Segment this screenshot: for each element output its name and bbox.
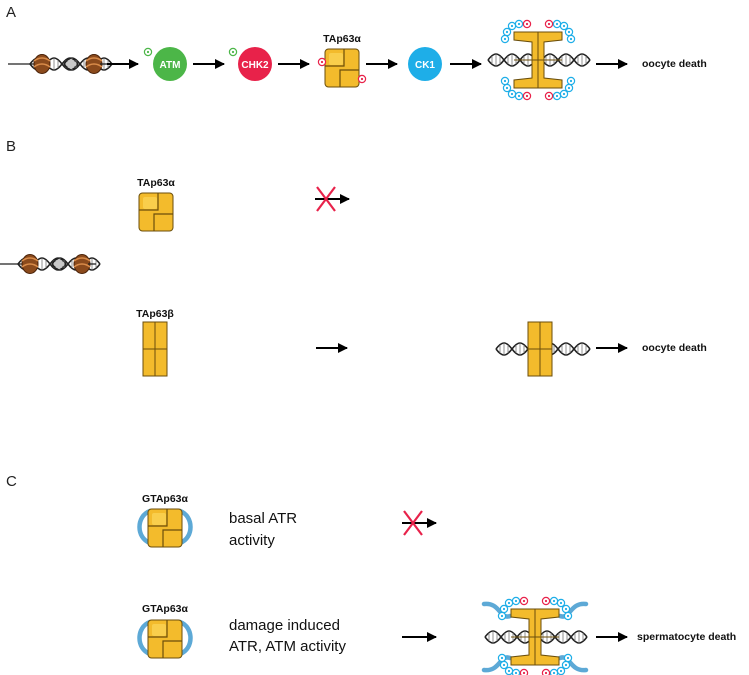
- tap63a-active-tetramer-dna: [488, 20, 590, 99]
- panel-letter-b: B: [6, 138, 16, 155]
- tap63a-phospho-protein: TAp63α: [317, 33, 367, 88]
- outcome-oocyte-death-a: oocyte death: [642, 58, 707, 70]
- damaged-dna-icon: [8, 55, 112, 74]
- tap63a-label: TAp63α: [137, 177, 175, 189]
- gtap63a-label: GTAp63α: [142, 493, 188, 505]
- chk2-label: CHK2: [241, 60, 269, 71]
- gtap63a-active-tetramer-dna: [481, 597, 589, 675]
- gtap63a-label: GTAp63α: [142, 603, 188, 615]
- damage-text-line2: ATR, ATM activity: [229, 638, 346, 655]
- panel-c: C GTAp63α basal ATR activity GTAp63α dam…: [6, 473, 736, 675]
- basal-atr-text-line2: activity: [229, 532, 275, 549]
- gtap63a-closed-protein-damage: GTAp63α: [137, 603, 193, 659]
- ck1-label: CK1: [415, 60, 435, 71]
- tap63a-closed-protein: TAp63α: [137, 177, 175, 232]
- panel-letter-c: C: [6, 473, 17, 490]
- panel-b: B TAp63α TAp63β oocyte death: [0, 138, 707, 377]
- damage-text-line1: damage induced: [229, 617, 340, 634]
- tap63b-tetramer-dna: [495, 321, 591, 377]
- tap63b-label: TAp63β: [136, 308, 174, 320]
- chk2-node: CHK2: [228, 47, 272, 81]
- atm-label: ATM: [160, 60, 181, 71]
- ck1-node: CK1: [408, 47, 442, 81]
- damaged-dna-icon: [0, 255, 100, 274]
- panel-a: A ATM CHK2 TAp63α CK1 oocyte d: [6, 4, 707, 100]
- tap63a-label: TAp63α: [323, 33, 361, 45]
- panel-letter-a: A: [6, 4, 16, 21]
- outcome-spermatocyte-death: spermatocyte death: [637, 631, 736, 643]
- outcome-oocyte-death-b: oocyte death: [642, 342, 707, 354]
- basal-atr-text-line1: basal ATR: [229, 510, 297, 527]
- atm-node: ATM: [143, 47, 187, 81]
- gtap63a-closed-protein-basal: GTAp63α: [137, 493, 193, 548]
- tap63b-open-protein: TAp63β: [136, 308, 174, 377]
